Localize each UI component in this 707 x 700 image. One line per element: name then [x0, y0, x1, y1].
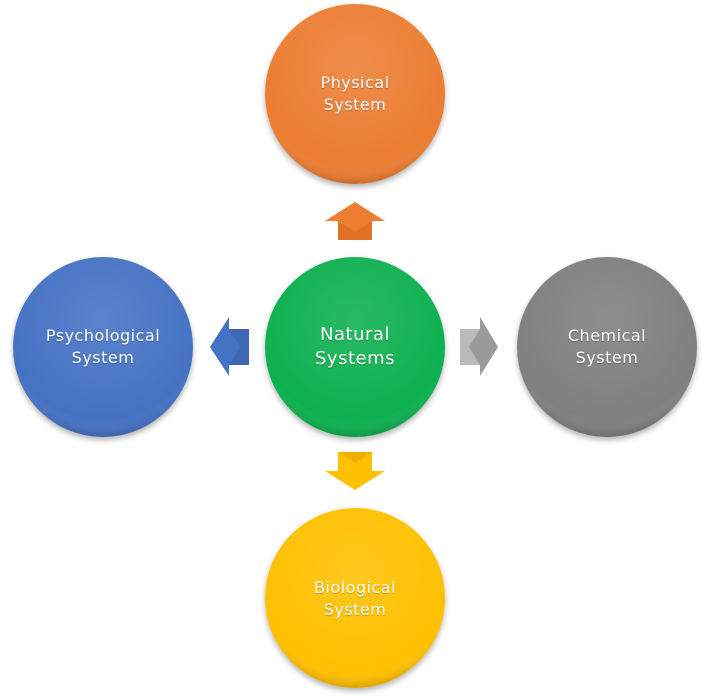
- node-label-line: System: [323, 600, 387, 619]
- node-chemical-label: Chemical System: [517, 325, 697, 369]
- node-label-line: Physical: [320, 73, 390, 92]
- node-psychological-label: Psychological System: [13, 325, 193, 369]
- node-natural-label: Natural Systems: [265, 323, 445, 371]
- node-label-line: Psychological: [45, 326, 161, 345]
- node-label-line: Biological: [313, 578, 397, 597]
- node-label-line: Chemical: [567, 326, 647, 345]
- node-label-line: System: [71, 348, 135, 367]
- node-label-line: Systems: [315, 348, 395, 369]
- node-label-line: System: [323, 95, 387, 114]
- node-biological-label: Biological System: [265, 577, 445, 621]
- node-label-line: System: [575, 348, 639, 367]
- node-physical-label: Physical System: [265, 72, 445, 116]
- node-label-line: Natural: [320, 324, 390, 345]
- arrow-down-icon: [325, 452, 385, 490]
